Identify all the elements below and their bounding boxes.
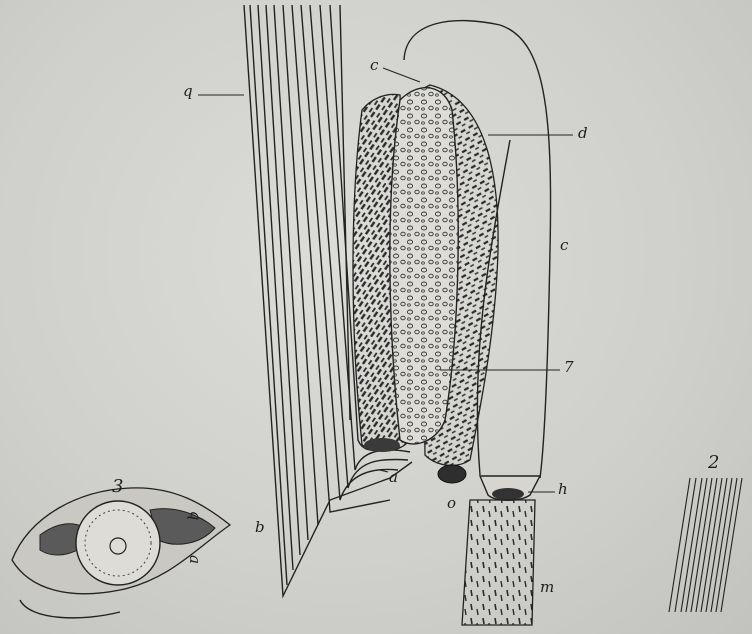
label-d: d [578, 126, 588, 141]
label-a: a [389, 470, 398, 485]
figure-2-striations [669, 478, 742, 612]
label-c-top: c [370, 58, 378, 73]
label-7: 7 [564, 360, 574, 375]
label-h: h [558, 482, 568, 497]
bract-base [364, 438, 400, 452]
small-body-o [438, 465, 466, 483]
figure-number-2: 2 [708, 454, 719, 472]
fig3-label-q: q [187, 511, 202, 521]
label-c-right: c [560, 238, 568, 253]
label-o: o [447, 496, 456, 511]
stalk [462, 500, 535, 625]
label-m: m [540, 580, 554, 595]
figure-number-3: 3 [112, 478, 123, 496]
label-q: q [183, 84, 193, 99]
figure-3-cross-section [12, 488, 230, 618]
fig3-label-a: a [187, 555, 202, 564]
label-b: b [255, 520, 265, 535]
